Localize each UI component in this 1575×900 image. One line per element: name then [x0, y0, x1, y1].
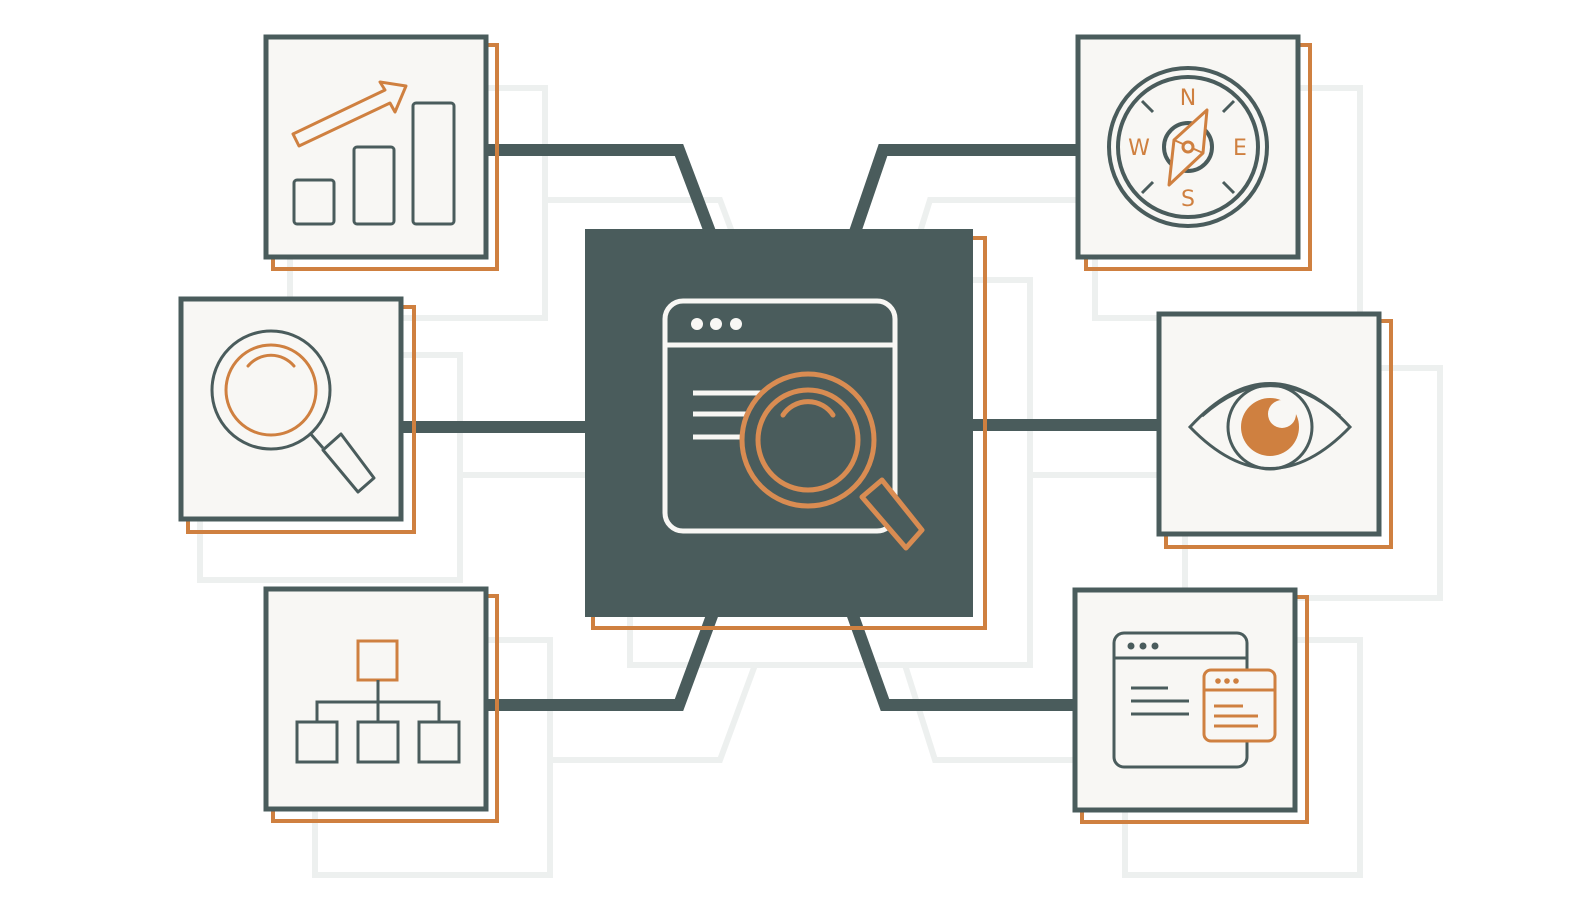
sitemap-icon: [295, 639, 461, 764]
front-window-text-lines: [1214, 704, 1258, 728]
back-window-text-lines: [1131, 686, 1189, 716]
front-window-dot-3: [1233, 678, 1239, 684]
compass-pivot: [1181, 140, 1195, 154]
connector-compass: [849, 144, 1080, 234]
compass-ticks: [1140, 99, 1236, 195]
front-window-dot-1: [1215, 678, 1221, 684]
browser-windows-icon: [1112, 631, 1277, 769]
search-magnifier-lens: [224, 343, 318, 437]
shadow-line-5: [550, 663, 758, 763]
growth-arrow: [291, 80, 408, 148]
magnifier-icon: [210, 329, 376, 494]
hub-card: [585, 229, 987, 630]
back-window-dot-2: [1139, 642, 1147, 650]
search-magnifier-handle: [321, 432, 376, 494]
node-hierarchy-card: [263, 586, 489, 812]
shadow-line-6: [902, 664, 1125, 763]
compass-label-north: N: [1180, 86, 1196, 111]
front-window-dot-2: [1224, 678, 1230, 684]
sitemap-child-node-2: [356, 720, 400, 764]
sitemap-child-node-1: [295, 720, 339, 764]
eye-icon: [1187, 382, 1353, 471]
search-magnifier-glint: [246, 353, 296, 368]
growth-bar-1: [292, 178, 336, 226]
hub-browser-window: [662, 298, 898, 534]
compass-label-west: W: [1128, 136, 1150, 161]
node-vision: [1156, 311, 1393, 549]
hub-magnifier-handle: [859, 477, 925, 551]
hub-dot-3: [730, 318, 742, 330]
eye-outline: [1187, 382, 1353, 470]
eye-iris: [1226, 383, 1314, 471]
compass-inner-ring: [1116, 75, 1260, 219]
growth-bar-2: [352, 145, 396, 226]
connector-windows: [846, 610, 1075, 711]
growth-chart-icon: [291, 80, 456, 226]
node-hierarchy: [263, 586, 499, 823]
node-growth: [263, 34, 499, 271]
node-compass: N E S W: [1075, 34, 1312, 271]
eye-highlight: [1268, 400, 1296, 428]
back-window-dot-1: [1127, 642, 1135, 650]
browser-search-icon: [662, 298, 925, 551]
back-window-dot-3: [1151, 642, 1159, 650]
hub-dot-2: [710, 318, 722, 330]
hub-dot-1: [691, 318, 703, 330]
connector-growth: [488, 144, 716, 235]
compass-outer-ring: [1107, 66, 1269, 228]
sitemap-child-node-3: [417, 720, 461, 764]
search-magnifier-rim: [210, 329, 332, 451]
connectors: [403, 144, 1160, 711]
compass-label-south: S: [1181, 187, 1195, 212]
growth-bar-3: [411, 101, 456, 226]
connector-hierarchy: [488, 610, 719, 711]
sitemap-links: [315, 680, 441, 722]
compass-icon: N E S W: [1107, 66, 1269, 228]
hub-magnifier-outer-ring: [739, 371, 877, 509]
hub-magnifier-lens: [755, 387, 861, 493]
compass-label-east: E: [1233, 136, 1247, 161]
compass-hub: [1162, 121, 1214, 173]
node-search: [178, 296, 416, 534]
hub-magnifier-glint: [780, 399, 836, 418]
node-windows: [1072, 587, 1309, 824]
